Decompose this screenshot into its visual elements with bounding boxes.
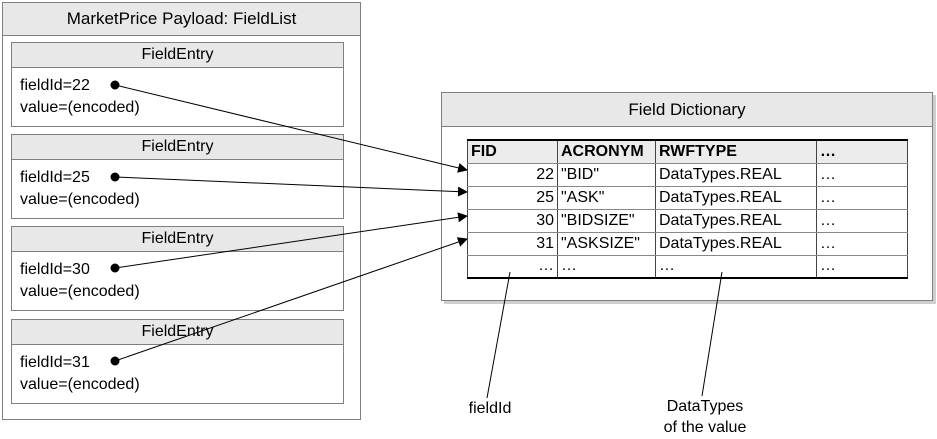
field-dictionary-box: Field Dictionary FID ACRONYM RWFTYPE … 2… xyxy=(441,92,933,301)
field-id-text: fieldId=31 xyxy=(20,354,90,371)
cell-fid: 30 xyxy=(467,209,558,233)
field-entry-header: FieldEntry xyxy=(12,320,343,345)
table-row: 30 "BIDSIZE" DataTypes.REAL … xyxy=(467,209,908,233)
cell-fid: 25 xyxy=(467,186,558,210)
field-entry-31: FieldEntry fieldId=31 value=(encoded) xyxy=(11,319,344,404)
cell-more: … xyxy=(816,186,908,210)
field-entry-header: FieldEntry xyxy=(12,135,343,160)
column-header-acronym: ACRONYM xyxy=(557,139,656,164)
cell-acronym: "ASKSIZE" xyxy=(557,232,656,256)
cell-fid: … xyxy=(467,255,558,279)
column-header-more: … xyxy=(816,139,908,164)
table-row: 22 "BID" DataTypes.REAL … xyxy=(467,163,908,187)
field-entry-30: FieldEntry fieldId=30 value=(encoded) xyxy=(11,226,344,311)
cell-acronym: "BIDSIZE" xyxy=(557,209,656,233)
fieldid-annotation: fieldId xyxy=(468,400,512,417)
cell-rwftype: DataTypes.REAL xyxy=(655,186,817,210)
field-entry-header: FieldEntry xyxy=(12,43,343,68)
datatypes-annotation-line1: DataTypes xyxy=(666,398,744,415)
datatypes-annotation-line2: of the value xyxy=(663,419,747,436)
field-value-text: value=(encoded) xyxy=(20,376,140,393)
field-value-text: value=(encoded) xyxy=(20,191,140,208)
field-entry-22: FieldEntry fieldId=22 value=(encoded) xyxy=(11,42,344,127)
dictionary-table: FID ACRONYM RWFTYPE … 22 "BID" DataTypes… xyxy=(467,139,908,279)
column-header-fid: FID xyxy=(467,139,558,164)
cell-acronym: "ASK" xyxy=(557,186,656,210)
cell-more: … xyxy=(816,163,908,187)
table-row: 25 "ASK" DataTypes.REAL … xyxy=(467,186,908,210)
cell-acronym: "BID" xyxy=(557,163,656,187)
cell-rwftype: DataTypes.REAL xyxy=(655,209,817,233)
field-id-text: fieldId=25 xyxy=(20,169,90,186)
cell-acronym: … xyxy=(557,255,656,279)
cell-fid: 22 xyxy=(467,163,558,187)
cell-more: … xyxy=(816,232,908,256)
field-id-text: fieldId=30 xyxy=(20,261,90,278)
column-header-rwftype: RWFTYPE xyxy=(655,139,817,164)
field-entry-25: FieldEntry fieldId=25 value=(encoded) xyxy=(11,134,344,219)
table-row: … … … … xyxy=(467,255,908,279)
cell-more: … xyxy=(816,209,908,233)
table-row: 31 "ASKSIZE" DataTypes.REAL … xyxy=(467,232,908,256)
cell-rwftype: DataTypes.REAL xyxy=(655,232,817,256)
cell-fid: 31 xyxy=(467,232,558,256)
cell-more: … xyxy=(816,255,908,279)
dictionary-title: Field Dictionary xyxy=(442,93,932,127)
table-header-row: FID ACRONYM RWFTYPE … xyxy=(467,139,908,164)
fieldlist-payload-box: MarketPrice Payload: FieldList FieldEntr… xyxy=(2,2,361,420)
field-id-text: fieldId=22 xyxy=(20,77,90,94)
field-value-text: value=(encoded) xyxy=(20,283,140,300)
field-entry-header: FieldEntry xyxy=(12,227,343,252)
payload-title: MarketPrice Payload: FieldList xyxy=(3,3,360,36)
field-value-text: value=(encoded) xyxy=(20,99,140,116)
cell-rwftype: DataTypes.REAL xyxy=(655,163,817,187)
cell-rwftype: … xyxy=(655,255,817,279)
